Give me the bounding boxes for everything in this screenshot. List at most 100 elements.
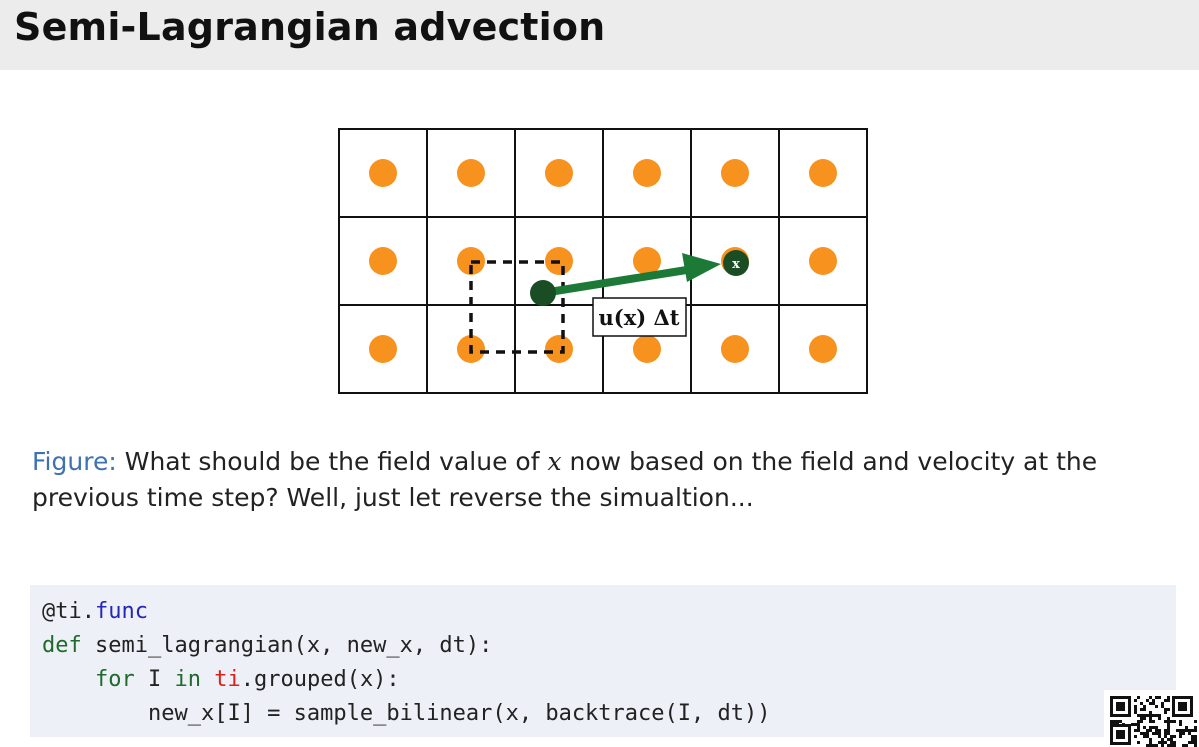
qr-module [1179, 732, 1182, 735]
qr-module [1161, 738, 1164, 741]
qr-module [1134, 705, 1137, 708]
qr-module [1143, 732, 1146, 735]
qr-module [1110, 720, 1113, 723]
qr-module [1167, 738, 1170, 741]
code-decorator-name: func [94, 599, 148, 624]
qr-module [1146, 714, 1149, 717]
qr-module [1158, 732, 1161, 735]
qr-module [1116, 723, 1119, 726]
qr-module [1152, 720, 1155, 723]
qr-module [1167, 732, 1170, 735]
qr-module [1194, 744, 1197, 747]
qr-module [1194, 738, 1197, 741]
sample-dot [369, 247, 397, 275]
qr-module [1161, 741, 1164, 744]
qr-module [1167, 717, 1170, 720]
qr-module [1164, 729, 1167, 732]
qr-module [1149, 726, 1152, 729]
qr-module [1140, 732, 1143, 735]
qr-module [1137, 696, 1140, 699]
qr-module [1140, 714, 1143, 717]
qr-module [1155, 714, 1158, 717]
sample-dot [369, 159, 397, 187]
qr-module [1155, 729, 1158, 732]
qr-module [1143, 735, 1146, 738]
particle-target [723, 250, 749, 276]
caption-label: Figure: [32, 447, 117, 476]
qr-module [1158, 714, 1161, 717]
qr-module [1149, 720, 1152, 723]
qr-module [1149, 702, 1152, 705]
qr-module [1149, 741, 1152, 744]
advection-figure: x u(x) Δt [337, 127, 871, 397]
qr-module [1167, 699, 1170, 702]
qr-module [1167, 708, 1170, 711]
code-decorator-prefix: @ti. [42, 599, 95, 624]
code-for-keyword: for [94, 667, 135, 692]
backtrace-box [469, 260, 565, 354]
qr-module [1191, 735, 1194, 738]
qr-module [1137, 726, 1140, 729]
qr-module [1146, 744, 1149, 747]
sample-dot [633, 247, 661, 275]
qr-module [1140, 717, 1143, 720]
qr-module [1140, 708, 1143, 711]
sample-dot [369, 335, 397, 363]
qr-module [1146, 729, 1149, 732]
qr-module [1188, 729, 1191, 732]
qr-module [1110, 723, 1113, 726]
qr-module [1191, 741, 1194, 744]
qr-module [1149, 744, 1152, 747]
qr-module [1152, 744, 1155, 747]
grid-diagram: x u(x) Δt [338, 128, 868, 394]
qr-module [1134, 735, 1137, 738]
sample-dot [545, 159, 573, 187]
qr-module [1134, 708, 1137, 711]
qr-module [1116, 702, 1125, 711]
qr-module [1173, 720, 1176, 723]
qr-module [1149, 696, 1152, 699]
qr-module [1146, 732, 1149, 735]
qr-module [1149, 717, 1152, 720]
qr-module [1152, 732, 1155, 735]
code-body: new_x[I] = sample_bilinear(x, backtrace(… [147, 701, 771, 726]
qr-module [1194, 726, 1197, 729]
qr-module [1173, 735, 1176, 738]
grid-cell [778, 304, 868, 394]
code-loop-iter: .grouped(x): [240, 667, 400, 692]
slide-title: Semi-Lagrangian advection [14, 5, 606, 49]
qr-module [1164, 732, 1167, 735]
qr-module [1173, 741, 1176, 744]
target-point-label: x [732, 257, 740, 272]
sample-dot [809, 335, 837, 363]
qr-module [1149, 738, 1152, 741]
qr-module [1167, 744, 1170, 747]
sample-dot [809, 159, 837, 187]
qr-module [1155, 744, 1158, 747]
qr-module [1182, 732, 1185, 735]
sample-dot [457, 159, 485, 187]
qr-module [1194, 720, 1197, 723]
qr-module [1191, 729, 1194, 732]
sample-dot [721, 159, 749, 187]
qr-module [1119, 720, 1122, 723]
qr-module [1170, 735, 1173, 738]
qr-module [1134, 711, 1137, 714]
code-module: ti [214, 667, 241, 692]
sample-dot [633, 335, 661, 363]
qr-module [1176, 729, 1179, 732]
qr-module [1185, 729, 1188, 732]
qr-module [1164, 720, 1167, 723]
qr-module [1116, 720, 1119, 723]
qr-module [1149, 729, 1152, 732]
particle-origin [530, 280, 556, 306]
qr-module [1143, 717, 1146, 720]
qr-module [1155, 732, 1158, 735]
code-def-keyword: def [42, 633, 82, 658]
qr-module [1149, 711, 1152, 714]
qr-module [1152, 726, 1155, 729]
qr-module [1140, 720, 1143, 723]
qr-module [1116, 730, 1125, 739]
qr-module [1143, 726, 1146, 729]
